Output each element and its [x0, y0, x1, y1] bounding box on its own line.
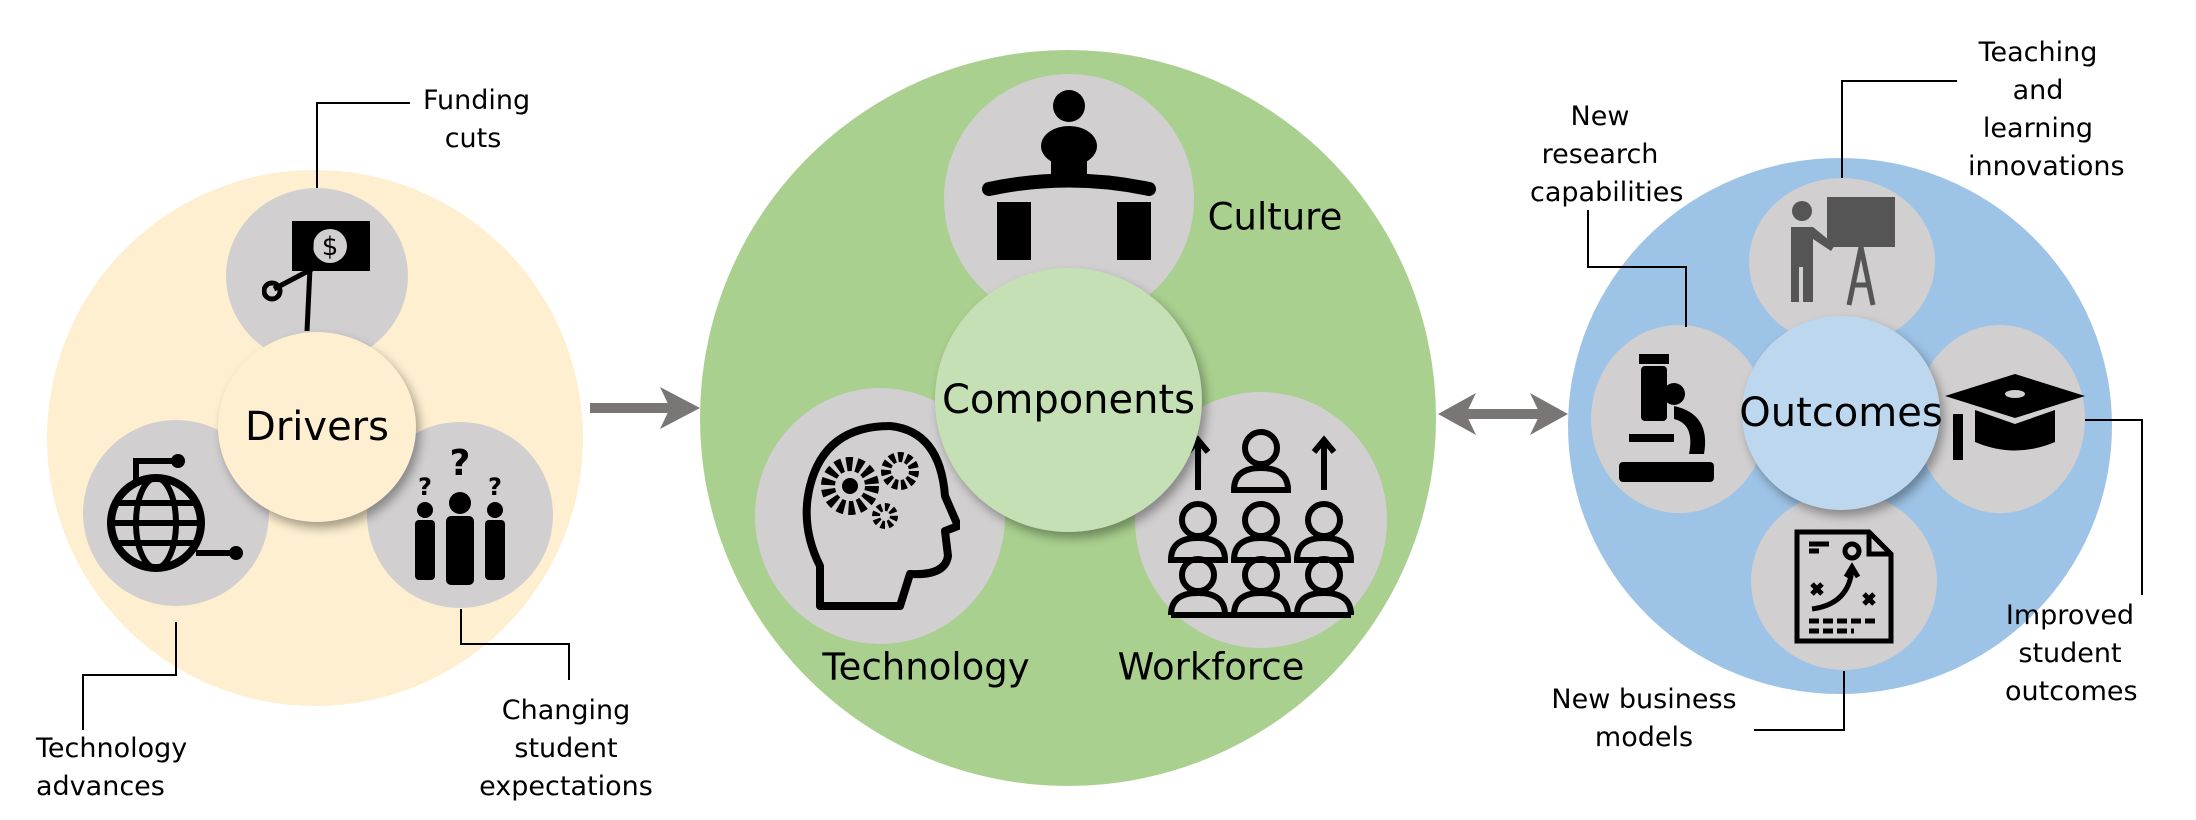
components-title: Components — [941, 377, 1196, 423]
workforce-label: Workforce — [1117, 645, 1305, 689]
teacher-board-icon — [1791, 197, 1895, 306]
funding-cuts-leader — [316, 102, 410, 188]
changing-expectations-leader — [460, 609, 570, 680]
business-models-leader — [1754, 671, 1845, 731]
head-gears-icon — [802, 422, 960, 610]
research-label: New research capabilities — [1530, 101, 1684, 208]
teaching-leader — [1841, 80, 1957, 178]
research-leader — [1587, 210, 1687, 327]
people-questions-icon: ? ? ? — [415, 445, 505, 585]
student-outcomes-label: Improved student outcomes — [2005, 600, 2138, 707]
changing-expectations-circle: ? ? ? — [367, 422, 553, 608]
svg-text:?: ? — [488, 473, 502, 501]
teaching-label: Teaching and learning innovations — [1968, 37, 2125, 182]
culture-label: Culture — [1207, 195, 1343, 239]
outcomes-hub: Outcomes — [1739, 316, 1943, 510]
components-hub: Components — [935, 268, 1202, 532]
microscope-icon — [1619, 354, 1714, 482]
scissors-money-icon: $ — [262, 221, 370, 331]
globe-network-icon — [107, 454, 243, 572]
person-desk-icon — [982, 90, 1156, 260]
svg-text:$: $ — [322, 232, 339, 262]
drivers-title: Drivers — [245, 404, 389, 450]
funding-cuts-label: Funding cuts — [423, 85, 531, 154]
student-outcomes-leader — [2085, 419, 2143, 595]
team-hierarchy-icon — [1167, 429, 1355, 618]
drivers-hub: Drivers — [218, 332, 416, 522]
technology-advances-leader — [82, 622, 177, 730]
business-models-label: New business models — [1551, 684, 1737, 753]
funding-cuts-circle: $ — [226, 188, 408, 364]
outcomes-title: Outcomes — [1739, 390, 1943, 436]
strategy-plan-icon — [1794, 529, 1894, 643]
business-models-circle — [1751, 492, 1937, 670]
student-outcomes-circle — [1915, 325, 2085, 513]
changing-expectations-label: Changing student expectations — [479, 695, 653, 802]
svg-text:?: ? — [450, 445, 471, 484]
svg-text:?: ? — [418, 473, 432, 501]
drivers-to-components-arrow — [590, 387, 700, 429]
technology-label: Technology — [822, 645, 1030, 689]
research-circle — [1591, 325, 1767, 513]
technology-advances-label: Technology advances — [36, 733, 188, 802]
graduation-cap-icon — [1945, 374, 2085, 460]
components-outcomes-double-arrow — [1438, 393, 1568, 435]
